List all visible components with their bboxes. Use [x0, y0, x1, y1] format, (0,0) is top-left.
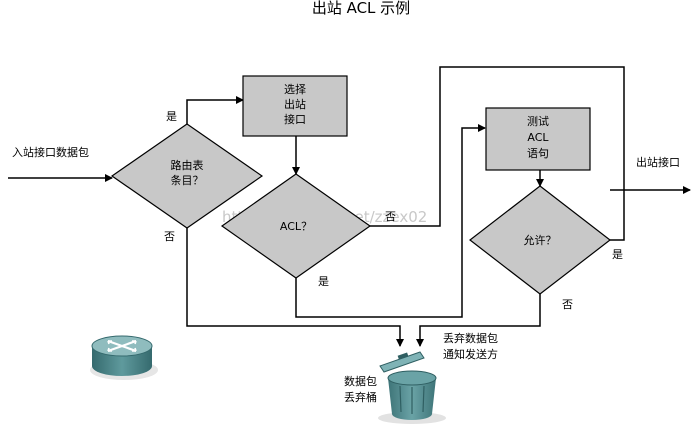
- route-table-label-line2: 条目？: [171, 173, 204, 187]
- test-acl-box: [485, 107, 591, 171]
- outbound-label: 出站接口: [636, 155, 680, 169]
- permit-diamond-label: 允许？: [524, 233, 557, 247]
- route-table-label-line1: 路由表: [171, 158, 204, 172]
- permit-diamond: [469, 185, 611, 295]
- bucket-label-line2: 丢弃桶: [344, 390, 377, 404]
- select-box-line2: 出站: [284, 97, 306, 111]
- acl-no-label: 否: [385, 210, 396, 223]
- select-box-line3: 接口: [284, 113, 306, 126]
- page-title: 出站 ACL 示例: [312, 0, 410, 17]
- permit-no-path: [416, 294, 541, 347]
- test-box-line3: 语句: [527, 147, 549, 160]
- route-yes-arrow: [186, 96, 244, 124]
- router-icon: [90, 335, 158, 380]
- discard-label-line1: 丢弃数据包: [443, 331, 498, 345]
- trash-bin-icon: [378, 351, 446, 424]
- test-box-line1: 测试: [527, 115, 549, 128]
- select-box-line1: 选择: [284, 82, 306, 96]
- inbound-label: 入站接口数据包: [12, 145, 89, 159]
- acl-yes-label: 是: [318, 275, 329, 288]
- acl-no-path: [370, 66, 625, 227]
- acl-diamond-label: ACL？: [280, 220, 312, 233]
- permit-no-label: 否: [562, 298, 573, 311]
- acl-diamond: [220, 173, 372, 279]
- select-interface-box: [242, 75, 348, 137]
- test-box-line2: ACL: [527, 131, 549, 144]
- route-table-diamond: [110, 123, 264, 229]
- route-no-label: 否: [164, 230, 175, 243]
- route-yes-label: 是: [166, 110, 177, 123]
- discard-label-line2: 通知发送方: [443, 347, 498, 361]
- route-no-path: [186, 228, 404, 347]
- acl-yes-path: [295, 124, 486, 318]
- permit-yes-path: [610, 190, 625, 241]
- bucket-label-line1: 数据包: [344, 374, 377, 388]
- permit-yes-label: 是: [612, 248, 623, 261]
